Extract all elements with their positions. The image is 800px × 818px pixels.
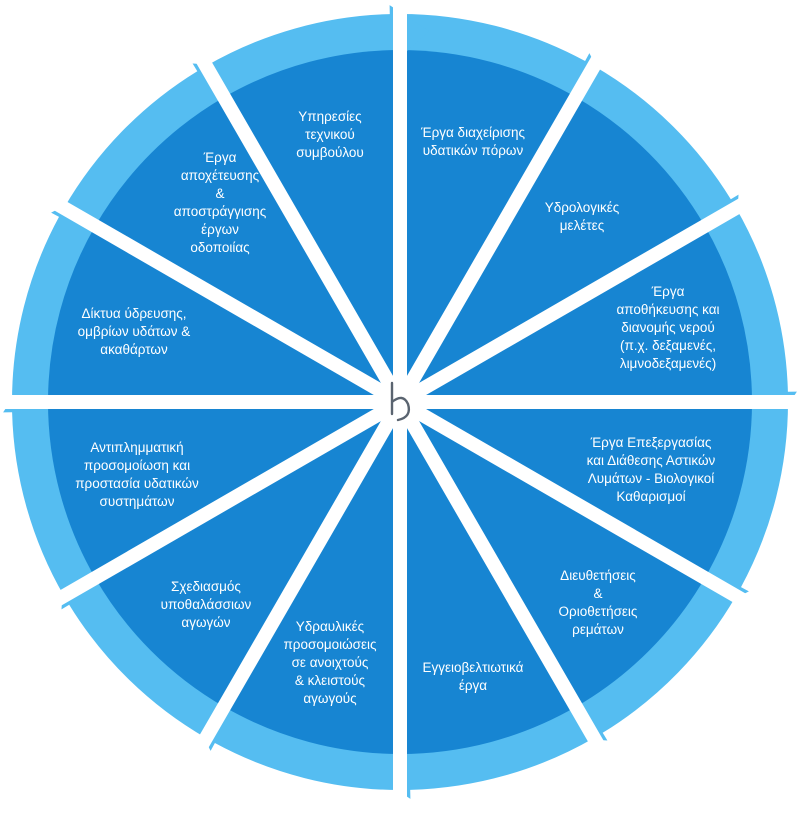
segment-label-line: υδατικών πόρων bbox=[423, 143, 524, 158]
segment-label-line: Υδρολογικές bbox=[545, 200, 620, 215]
segment-label-7: Υδραυλικές προσομοιώσεις σε ανοιχτούς & κλε… bbox=[283, 619, 377, 706]
outer-arrow-2 bbox=[573, 66, 739, 242]
segment-label-line: Έργα διαχείρισης bbox=[420, 125, 526, 140]
segment-label-9: Αντιπλημματική προσομοίωση και προστασία υ… bbox=[75, 440, 199, 509]
outer-arrow-8 bbox=[61, 562, 227, 738]
segment-label-line: προσομοίωση και bbox=[84, 458, 190, 473]
segment-label-line: Δίκτυα ύδρευσης, bbox=[81, 306, 186, 321]
sector-divider bbox=[49, 195, 404, 409]
outer-arrow-1 bbox=[400, 14, 611, 106]
segment-label-line: Έργα bbox=[203, 150, 237, 165]
segment-label-line: Εγγειοβελτιωτικά bbox=[423, 660, 524, 675]
sector-divider bbox=[393, 51, 607, 406]
segment-label-line: συστημάτων bbox=[100, 494, 175, 509]
sector-divider bbox=[393, 398, 607, 753]
segment-label-line: ακαθάρτων bbox=[100, 342, 168, 357]
logo-backdrop bbox=[378, 378, 422, 422]
segment-label-line: αγωγών bbox=[181, 615, 230, 630]
segment-label-line: έργα bbox=[459, 678, 487, 693]
segment-label-12: Υπηρεσίες τεχνικού συμβούλου bbox=[296, 109, 364, 160]
segment-label-line: λιμνοδεξαμενές) bbox=[620, 356, 716, 371]
segment-label-5: Διευθετήσεις & Οριοθετήσεις ρεμάτων bbox=[559, 568, 638, 637]
sector-11 bbox=[95, 97, 400, 402]
center-logo: b bbox=[378, 378, 422, 422]
segment-label-line: ομβρίων υδάτων & bbox=[78, 324, 191, 339]
segment-label-line: Διευθετήσεις bbox=[560, 568, 636, 583]
segment-label-line: προστασία υδατικών bbox=[75, 476, 199, 491]
segment-label-line: & κλειστούς bbox=[295, 673, 366, 688]
segment-label-line: αποστράγγισης bbox=[174, 204, 267, 219]
logo-mark-icon bbox=[390, 381, 411, 422]
segment-label-11: Έργα αποχέτευσης & αποστράγγισης έργων οδοποι… bbox=[174, 150, 267, 255]
segment-label-6: Εγγειοβελτιωτικά έργα bbox=[423, 660, 524, 693]
segment-label-line: ρεμάτων bbox=[572, 622, 624, 637]
segment-label-line: διανομής νερού bbox=[621, 320, 714, 335]
segment-label-1: Έργα διαχείρισης υδατικών πόρων bbox=[420, 125, 526, 158]
sector-divider bbox=[49, 395, 404, 609]
sector-divider bbox=[193, 398, 407, 753]
outer-arrow-10 bbox=[12, 191, 104, 402]
segment-label-line: Υπηρεσίες bbox=[298, 109, 362, 124]
outer-arrow-4 bbox=[696, 402, 788, 613]
sector-5 bbox=[400, 402, 705, 707]
segment-label-line: Έργα Επεξεργασίας bbox=[590, 435, 712, 450]
segment-label-line: τεχνικού bbox=[305, 127, 355, 142]
segment-label-line: Σχεδιασμός bbox=[171, 579, 241, 594]
outer-arrow-3 bbox=[699, 208, 797, 432]
segment-label-line: οδοποιίας bbox=[190, 240, 250, 255]
segment-label-8: Σχεδιασμός υποθαλάσσιων αγωγών bbox=[161, 579, 252, 630]
outer-arrow-7 bbox=[189, 698, 400, 790]
segment-label-line: συμβούλου bbox=[296, 145, 364, 160]
segment-label-line: αποθήκευσης και bbox=[616, 302, 719, 317]
outer-arrow-11 bbox=[64, 63, 240, 229]
label-layer: Έργα διαχείρισης υδατικών πόρωνΥδρολογικέ… bbox=[75, 109, 719, 706]
sector-divider bbox=[193, 51, 407, 406]
segment-label-3: Έργα αποθήκευσης και διανομής νερού (π.χ. δ… bbox=[616, 284, 719, 371]
segment-label-line: (π.χ. δεξαμενές, bbox=[620, 338, 716, 353]
segment-label-line: Έργα bbox=[651, 284, 685, 299]
segment-label-line: Λυμάτων - Βιολογικοί bbox=[588, 471, 715, 486]
sector-8 bbox=[95, 402, 400, 707]
segment-label-line: & bbox=[593, 586, 602, 601]
sector-2 bbox=[400, 97, 705, 402]
outer-arrow-9 bbox=[3, 372, 101, 596]
sector-divider bbox=[396, 395, 751, 609]
outer-arrow-6 bbox=[370, 701, 594, 799]
segment-label-line: σε ανοιχτούς bbox=[292, 655, 369, 670]
segment-label-line: προσομοιώσεις bbox=[283, 637, 377, 652]
outer-arrow-12 bbox=[206, 5, 430, 103]
segment-label-line: Υδραυλικές bbox=[296, 619, 365, 634]
segment-label-line: αποχέτευσης bbox=[181, 168, 260, 183]
outer-arrow-5 bbox=[560, 575, 736, 741]
sector-divider bbox=[396, 195, 751, 409]
segment-label-line: αγωγούς bbox=[303, 691, 357, 706]
segment-label-line: Οριοθετήσεις bbox=[559, 604, 638, 619]
segment-label-line: και Διάθεσης Αστικών bbox=[587, 453, 716, 468]
segment-label-line: & bbox=[215, 186, 224, 201]
segment-label-line: υποθαλάσσιων bbox=[161, 597, 252, 612]
segment-label-line: μελέτες bbox=[560, 218, 605, 233]
segment-label-line: Καθαρισμοί bbox=[616, 489, 685, 504]
segment-label-line: Αντιπλημματική bbox=[90, 440, 183, 455]
segment-label-line: έργων bbox=[201, 222, 239, 237]
segment-label-2: Υδρολογικές μελέτες bbox=[545, 200, 620, 233]
segment-label-10: Δίκτυα ύδρευσης, ομβρίων υδάτων & ακαθάρτω… bbox=[78, 306, 191, 357]
